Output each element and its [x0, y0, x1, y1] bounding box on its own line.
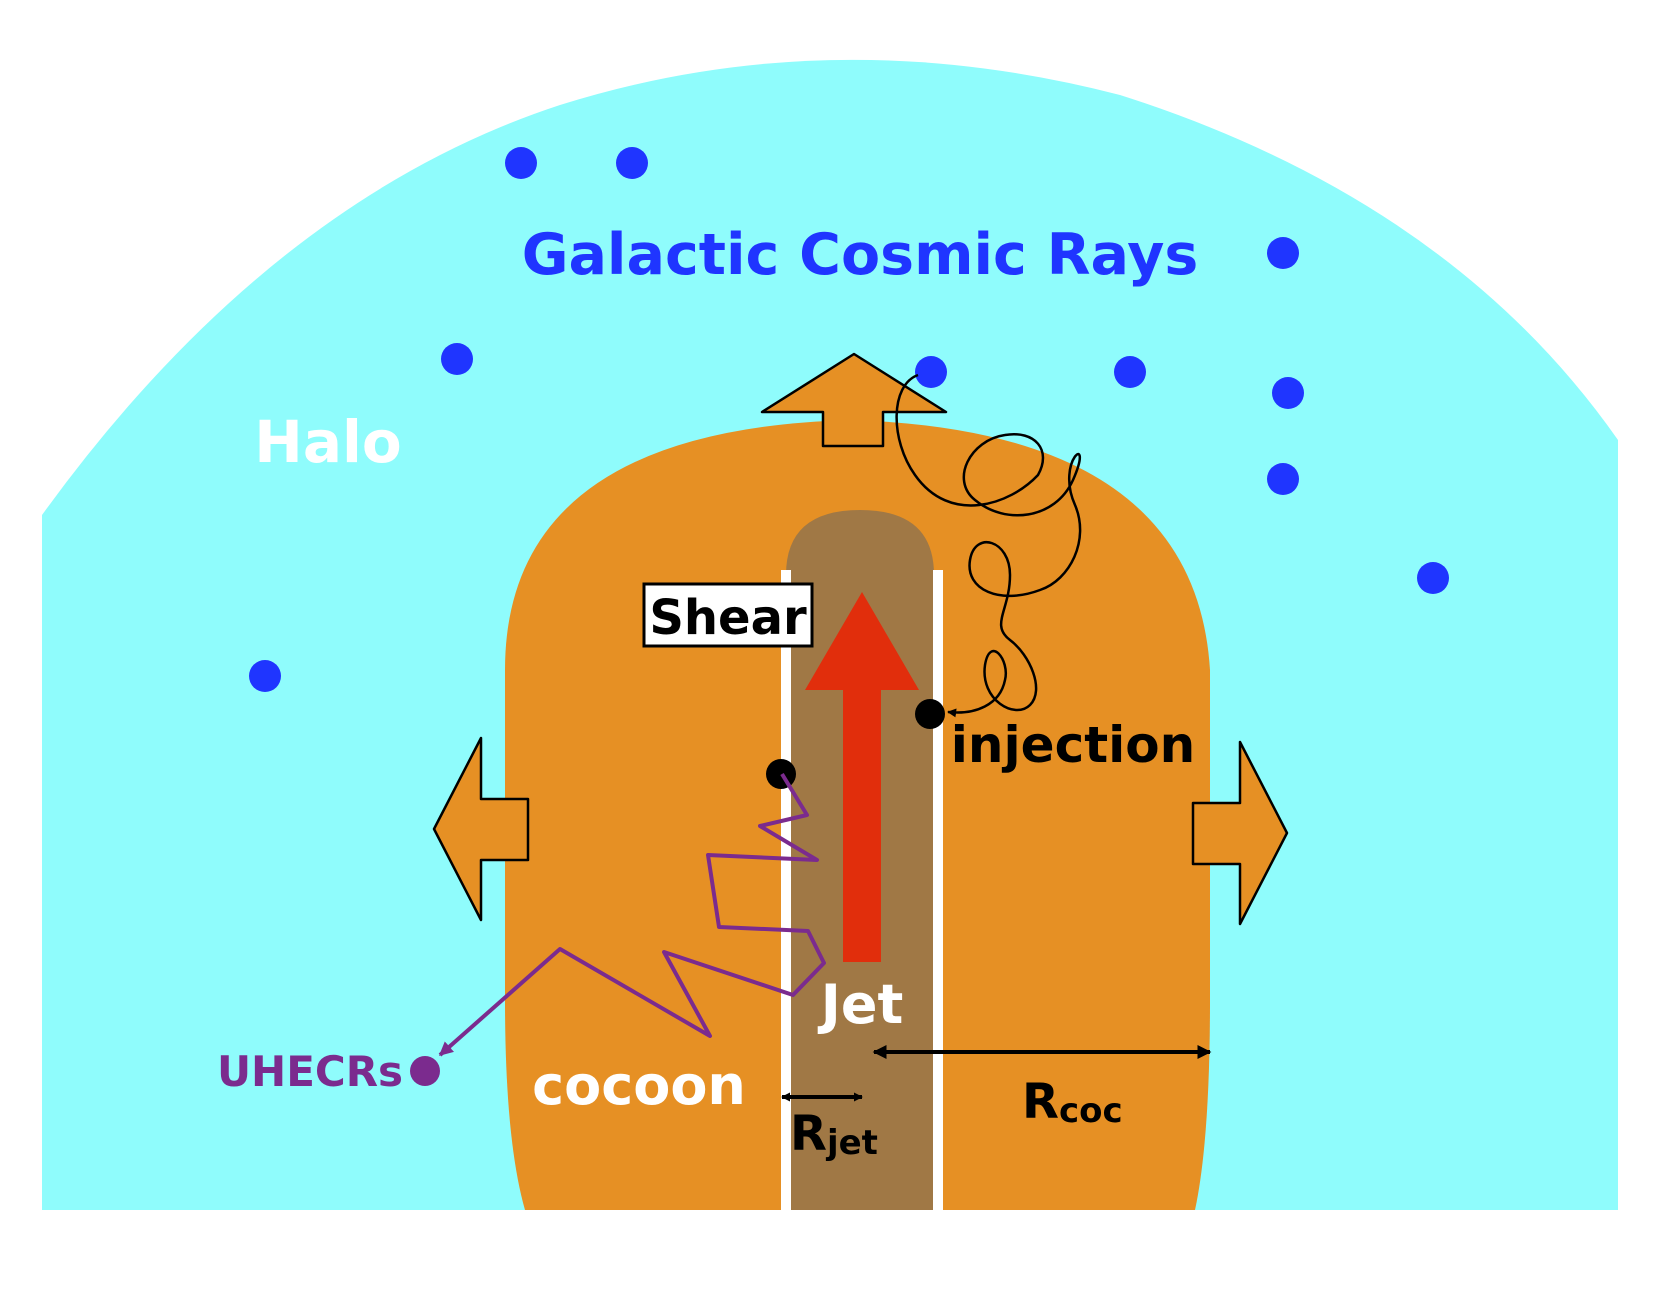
cosmic-ray-particle-icon	[505, 147, 537, 179]
expansion-arrow-icon	[760, 352, 948, 448]
shear-acceleration-point	[766, 759, 796, 789]
r-coc-label: Rcoc	[1022, 1074, 1123, 1131]
r-coc-main: R	[1022, 1074, 1059, 1130]
cosmic-ray-particle-icon	[1267, 463, 1299, 495]
cocoon-label: cocoon	[532, 1054, 746, 1117]
cosmic-ray-particle-icon	[1114, 356, 1146, 388]
cosmic-ray-particle-icon	[915, 356, 947, 388]
injection-label: injection	[951, 716, 1195, 774]
shear-label: Shear	[649, 590, 807, 646]
expansion-arrow-icon	[432, 736, 530, 922]
cosmic-ray-particle-icon	[616, 147, 648, 179]
cosmic-ray-particle-icon	[1417, 562, 1449, 594]
uhecr-trajectory	[438, 772, 826, 1057]
expansion-arrow-icon	[1191, 740, 1289, 926]
r-jet-subscript: jet	[825, 1123, 878, 1163]
r-jet-label: Rjet	[790, 1106, 878, 1163]
cosmic-ray-particle-icon	[249, 660, 281, 692]
r-coc-subscript: coc	[1059, 1091, 1123, 1131]
galactic-cosmic-rays-label: Galactic Cosmic Rays	[522, 222, 1199, 288]
cosmic-ray-particle-icon	[1267, 237, 1299, 269]
injection-point	[915, 699, 945, 729]
cosmic-ray-particle-icon	[1272, 377, 1304, 409]
cosmic-ray-particles	[249, 147, 1449, 692]
jet-label: Jet	[817, 973, 904, 1036]
uhecrs-label: UHECRs	[217, 1047, 403, 1096]
cosmic-ray-particle-icon	[441, 343, 473, 375]
halo-label: Halo	[254, 408, 401, 476]
uhecr-particle-icon	[410, 1056, 440, 1086]
r-jet-main: R	[790, 1106, 827, 1162]
shear-label-box	[642, 582, 814, 648]
injection-trajectory	[895, 373, 1082, 718]
jet-flow-arrow-icon	[805, 592, 919, 962]
